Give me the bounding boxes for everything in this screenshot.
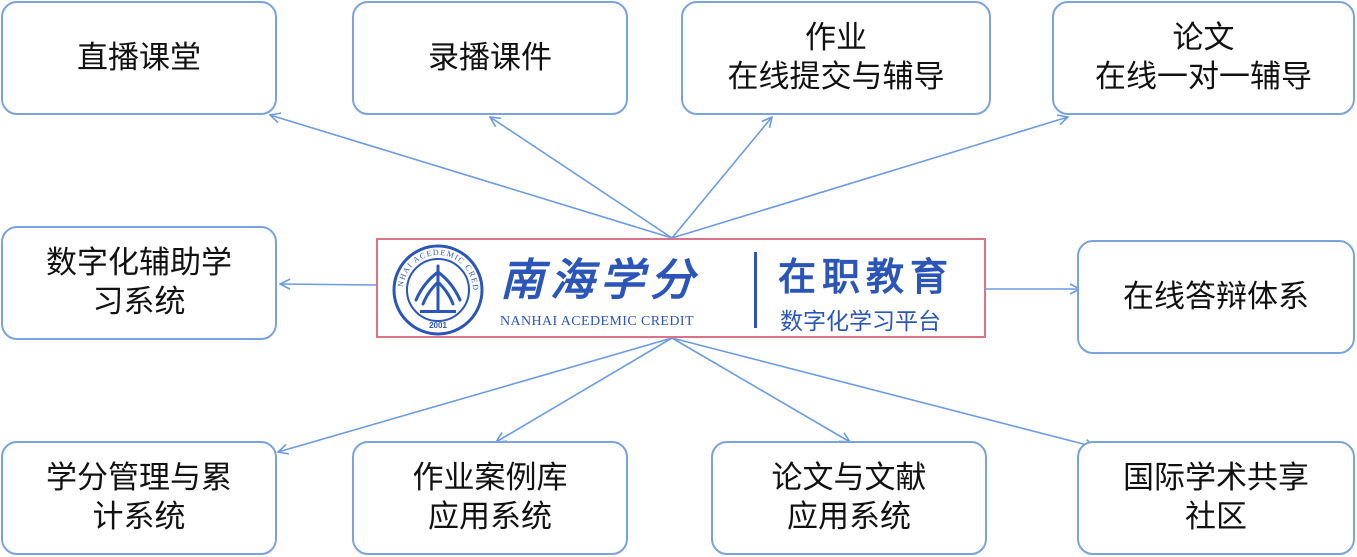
- arrow-to-live-class: [270, 115, 673, 239]
- node-label-line: 论文与文献: [771, 460, 927, 497]
- node-homework-online: 作业在线提交与辅导: [681, 1, 991, 115]
- node-label-line: 社区: [1185, 499, 1247, 535]
- node-label-line: 习系统: [92, 284, 186, 320]
- arrow-to-academic-community: [671, 337, 1095, 447]
- university-seal-icon: NANHAI ACEDEMIC CREDIT 2001: [392, 244, 484, 336]
- arrow-to-homework-online: [671, 117, 772, 239]
- brand-name-cn: 南海学分: [500, 255, 700, 306]
- arrow-to-digital-learning: [280, 284, 377, 285]
- node-online-defense: 在线答辩体系: [1077, 240, 1355, 354]
- brand-logo-panel: NANHAI ACEDEMIC CREDIT 2001 南海学分 NANHAI …: [376, 238, 986, 338]
- brand-tagline: 在职教育: [778, 255, 955, 299]
- node-label-line: 论文: [1172, 20, 1235, 57]
- node-live-class: 直播课堂: [1, 1, 277, 115]
- brand-name-en: NANHAI ACEDEMIC CREDIT: [500, 314, 694, 329]
- brand-divider: [754, 252, 757, 328]
- node-academic-community: 国际学术共享社区: [1077, 441, 1355, 555]
- seal-year: 2001: [429, 321, 447, 330]
- node-label-line: 作业: [805, 20, 867, 57]
- node-label-line: 在线提交与辅导: [727, 59, 945, 95]
- node-label-line: 直播课堂: [77, 39, 201, 76]
- node-recorded-courseware: 录播课件: [352, 1, 628, 115]
- node-label-line: 录播课件: [428, 39, 552, 76]
- node-thesis-online: 论文在线一对一辅导: [1052, 1, 1355, 115]
- node-homework-case-library: 作业案例库应用系统: [352, 441, 628, 555]
- node-label-line: 国际学术共享: [1123, 460, 1309, 497]
- arrow-to-homework-case-library: [496, 337, 673, 442]
- node-label-line: 应用系统: [787, 499, 911, 535]
- arrow-to-thesis-online: [671, 117, 1068, 239]
- node-thesis-literature: 论文与文献应用系统: [711, 441, 987, 555]
- arrow-to-recorded-courseware: [490, 117, 673, 239]
- arrow-to-thesis-literature: [671, 337, 850, 442]
- node-label-line: 学分管理与累: [46, 460, 232, 497]
- node-label-line: 在线答辩体系: [1123, 278, 1309, 315]
- node-label-line: 计系统: [92, 499, 186, 535]
- node-label-line: 在线一对一辅导: [1095, 59, 1312, 95]
- node-label-line: 应用系统: [428, 499, 552, 535]
- node-label-line: 作业案例库: [412, 460, 568, 497]
- brand-subtagline: 数字化学习平台: [780, 309, 941, 335]
- arrow-to-credit-management: [278, 337, 673, 452]
- node-digital-learning: 数字化辅助学习系统: [1, 226, 277, 340]
- node-label-line: 数字化辅助学: [46, 245, 232, 282]
- node-credit-management: 学分管理与累计系统: [1, 441, 277, 555]
